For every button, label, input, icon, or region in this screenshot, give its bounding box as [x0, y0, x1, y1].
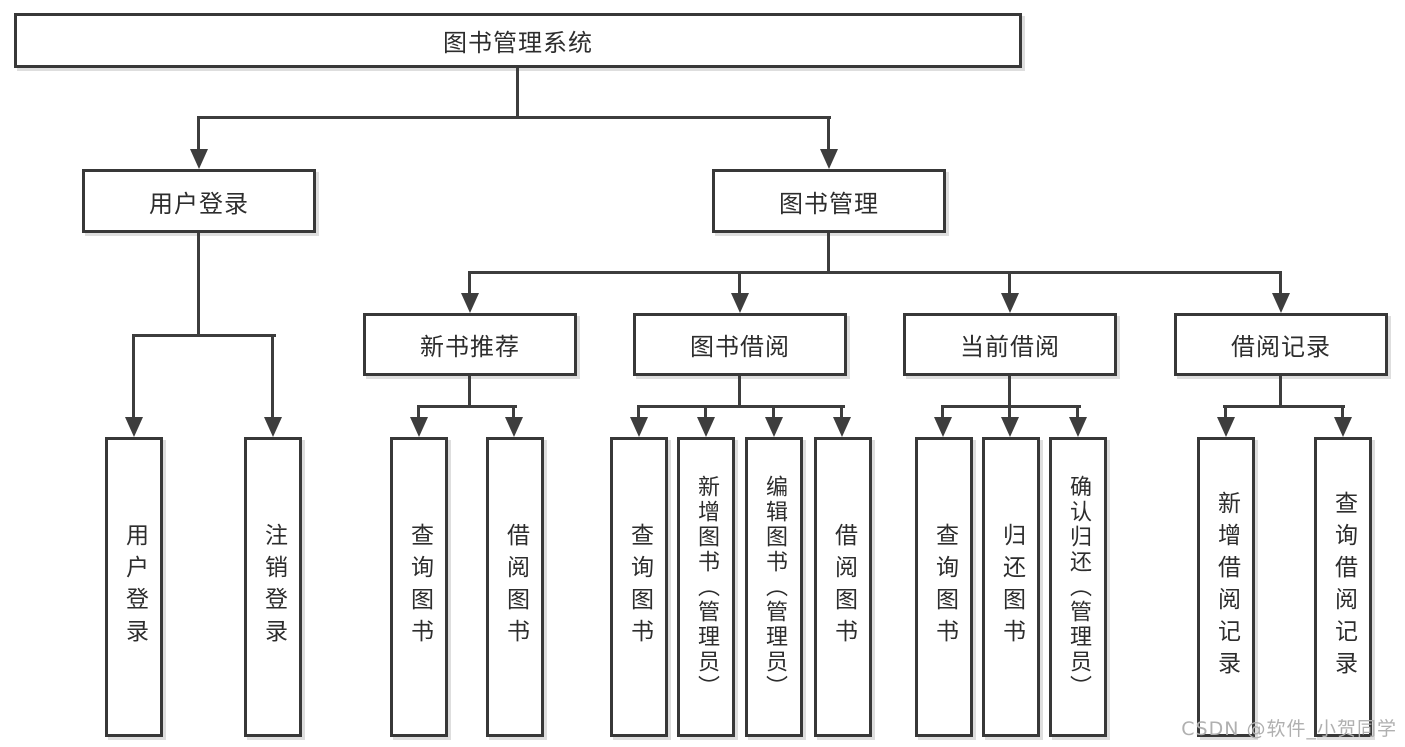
- leaf-query-borrow-record: 查询借阅记录: [1314, 437, 1372, 737]
- arrow-to-user-login: [190, 117, 208, 169]
- arrow-current-leaf-3: [1069, 406, 1087, 437]
- leaf-edit-book-admin: 编辑图书（管理员）: [745, 437, 803, 737]
- leaf-query-books-recommend-label: 查询图书: [406, 523, 433, 651]
- node-user-login: 用户登录: [82, 169, 316, 233]
- arrow-to-leaf-user-login: [125, 335, 143, 437]
- connector-user-bar: [132, 334, 276, 337]
- connector-current-stub: [1008, 376, 1011, 406]
- leaf-user-login: 用户登录: [105, 437, 163, 737]
- arrow-to-book-borrow: [731, 272, 749, 313]
- arrow-to-leaf-logout: [264, 335, 282, 437]
- arrow-records-leaf-2: [1334, 406, 1352, 437]
- leaf-borrow-books-recommend: 借阅图书: [486, 437, 544, 737]
- leaf-edit-book-admin-label: 编辑图书（管理员）: [762, 474, 787, 700]
- leaf-confirm-return-admin-label: 确认归还（管理员）: [1066, 474, 1091, 700]
- connector-level1-bar: [197, 116, 831, 119]
- connector-recommend-stub: [468, 376, 471, 406]
- arrow-recommend-leaf-2: [505, 406, 523, 437]
- leaf-query-books-borrow-label: 查询图书: [626, 523, 653, 651]
- leaf-return-book: 归还图书: [982, 437, 1040, 737]
- leaf-borrow-books-borrow-label: 借阅图书: [830, 523, 857, 651]
- connector-current-bar: [941, 405, 1081, 408]
- leaf-add-book-admin: 新增图书（管理员）: [677, 437, 735, 737]
- connector-recommend-bar: [417, 405, 517, 408]
- leaf-confirm-return-admin: 确认归还（管理员）: [1049, 437, 1107, 737]
- leaf-logout: 注销登录: [244, 437, 302, 737]
- leaf-query-books-current-label: 查询图书: [931, 523, 958, 651]
- csdn-watermark: CSDN @软件_小贺同学: [1181, 718, 1397, 740]
- leaf-user-login-label: 用户登录: [121, 523, 148, 651]
- arrow-to-borrow-records: [1272, 272, 1290, 313]
- leaf-query-books-current: 查询图书: [915, 437, 973, 737]
- leaf-add-borrow-record-label: 新增借阅记录: [1213, 491, 1240, 683]
- leaf-return-book-label: 归还图书: [998, 523, 1025, 651]
- node-borrow-records: 借阅记录: [1174, 313, 1388, 376]
- connector-book-stub: [827, 233, 830, 273]
- connector-borrow-stub: [738, 376, 741, 406]
- leaf-query-books-recommend: 查询图书: [390, 437, 448, 737]
- arrow-borrow-leaf-4: [833, 406, 851, 437]
- node-book-borrow: 图书借阅: [633, 313, 847, 376]
- arrow-borrow-leaf-3: [765, 406, 783, 437]
- leaf-logout-label: 注销登录: [260, 523, 287, 651]
- arrow-to-new-book-recommend: [461, 272, 479, 313]
- node-book-management: 图书管理: [712, 169, 946, 233]
- arrow-borrow-leaf-2: [697, 406, 715, 437]
- leaf-query-borrow-record-label: 查询借阅记录: [1330, 491, 1357, 683]
- node-root: 图书管理系统: [14, 13, 1022, 68]
- connector-root-stub: [516, 68, 519, 118]
- arrow-current-leaf-2: [1001, 406, 1019, 437]
- arrow-current-leaf-1: [934, 406, 952, 437]
- connector-level2-bar: [468, 271, 1282, 274]
- node-current-borrow: 当前借阅: [903, 313, 1117, 376]
- connector-records-bar: [1223, 405, 1345, 408]
- arrow-records-leaf-1: [1217, 406, 1235, 437]
- connector-records-stub: [1279, 376, 1282, 406]
- leaf-add-book-admin-label: 新增图书（管理员）: [694, 474, 719, 700]
- leaf-query-books-borrow: 查询图书: [610, 437, 668, 737]
- arrow-to-book-management: [820, 117, 838, 169]
- arrow-recommend-leaf-1: [410, 406, 428, 437]
- leaf-borrow-books-borrow: 借阅图书: [814, 437, 872, 737]
- connector-borrow-bar: [637, 405, 845, 408]
- connector-user-stub: [197, 233, 200, 335]
- arrow-to-current-borrow: [1001, 272, 1019, 313]
- arrow-borrow-leaf-1: [630, 406, 648, 437]
- node-new-book-recommend: 新书推荐: [363, 313, 577, 376]
- leaf-borrow-books-recommend-label: 借阅图书: [502, 523, 529, 651]
- leaf-add-borrow-record: 新增借阅记录: [1197, 437, 1255, 737]
